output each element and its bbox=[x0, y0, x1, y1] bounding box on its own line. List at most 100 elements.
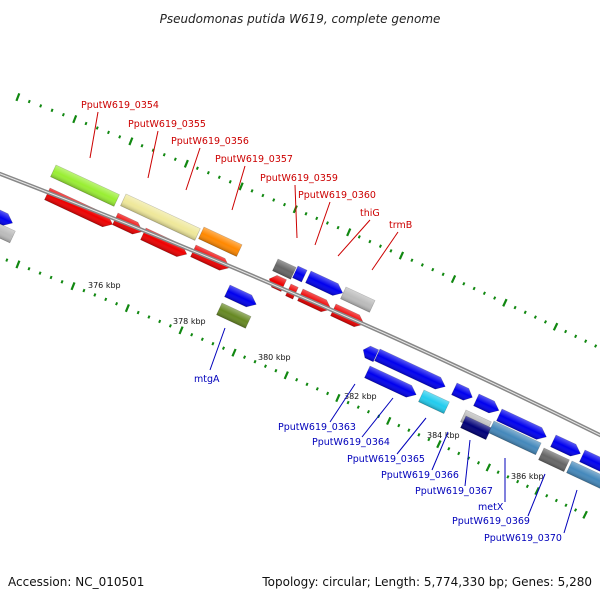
gene-feature[interactable] bbox=[496, 408, 550, 443]
ruler-tick bbox=[272, 198, 276, 202]
gene-label-pputw619-0355[interactable]: PputW619_0355 bbox=[128, 119, 206, 130]
ruler-tick bbox=[261, 193, 265, 198]
ruler-tick bbox=[61, 112, 65, 117]
callout-line bbox=[431, 431, 449, 471]
gene-label-pputw619-0365[interactable]: PputW619_0365 bbox=[347, 454, 425, 465]
ruler-tick bbox=[368, 239, 372, 244]
gene-feature[interactable] bbox=[473, 393, 502, 416]
ruler-tick bbox=[356, 405, 360, 409]
ruler-tick bbox=[436, 440, 442, 449]
ruler-tick bbox=[564, 503, 568, 508]
accession-text: Accession: NC_010501 bbox=[8, 575, 144, 589]
gene-feature[interactable] bbox=[0, 209, 16, 244]
gene-label-pputw619-0356[interactable]: PputW619_0356 bbox=[171, 136, 249, 147]
ruler-label-382: 382 kbp bbox=[344, 392, 377, 401]
gene-labels-bottom: mtgA PputW619_0363 PputW619_0364 PputW61… bbox=[194, 374, 562, 544]
gene-label-pputw619-0359[interactable]: PputW619_0359 bbox=[260, 173, 338, 184]
gene-label-pputw619-0363[interactable]: PputW619_0363 bbox=[278, 422, 356, 433]
ruler-tick bbox=[506, 475, 510, 479]
ruler-tick bbox=[250, 189, 254, 193]
gene-feature[interactable] bbox=[198, 226, 243, 257]
ruler-tick bbox=[140, 144, 144, 148]
gene-label-mtga[interactable]: mtgA bbox=[194, 374, 220, 385]
gene-feature[interactable] bbox=[550, 434, 584, 459]
gene-feature[interactable] bbox=[451, 382, 476, 403]
genome-backbone-inner bbox=[0, 173, 600, 436]
ruler-tick bbox=[231, 348, 237, 357]
ruler-tick bbox=[410, 258, 414, 263]
ruler-tick bbox=[84, 121, 88, 126]
ruler-tick bbox=[564, 329, 568, 334]
ruler-tick bbox=[217, 175, 221, 180]
gene-label-thig[interactable]: thiG bbox=[360, 208, 380, 219]
gene-feature[interactable] bbox=[538, 447, 570, 473]
gene-feature[interactable] bbox=[224, 284, 259, 310]
ruler-tick bbox=[552, 322, 559, 331]
ruler-tick bbox=[482, 291, 486, 296]
gene-label-pputw619-0367[interactable]: PputW619_0367 bbox=[415, 486, 493, 497]
ruler-tick bbox=[183, 159, 189, 168]
ruler-tick bbox=[158, 319, 162, 324]
ruler-tick bbox=[5, 258, 9, 262]
callout-line bbox=[337, 219, 371, 257]
ruler-tick bbox=[574, 508, 578, 512]
gene-feature[interactable] bbox=[460, 415, 492, 441]
gene-feature[interactable] bbox=[216, 302, 252, 329]
ruler-tick bbox=[304, 212, 308, 216]
gene-feature[interactable] bbox=[364, 365, 419, 401]
gene-feature[interactable] bbox=[374, 348, 448, 392]
gene-feature[interactable] bbox=[418, 389, 450, 415]
callout-line bbox=[527, 473, 546, 517]
gene-label-pputw619-0364[interactable]: PputW619_0364 bbox=[312, 437, 390, 448]
ruler-tick bbox=[447, 446, 451, 451]
gene-label-pputw619-0366[interactable]: PputW619_0366 bbox=[381, 470, 459, 481]
gene-feature[interactable] bbox=[566, 460, 600, 491]
ruler-tick bbox=[200, 337, 204, 342]
ruler-tick bbox=[427, 437, 431, 442]
ruler-label-386: 386 kbp bbox=[511, 472, 544, 481]
ruler-tick bbox=[496, 470, 500, 474]
ruler-tick bbox=[389, 249, 393, 253]
callout-line bbox=[396, 417, 427, 455]
gene-label-pputw619-0360[interactable]: PputW619_0360 bbox=[298, 190, 376, 201]
gene-feature[interactable] bbox=[0, 195, 15, 229]
gene-feature[interactable] bbox=[305, 270, 346, 299]
ruler-tick bbox=[420, 263, 424, 267]
ruler-tick bbox=[274, 368, 278, 373]
gene-feature[interactable] bbox=[361, 344, 380, 363]
gene-feature[interactable] bbox=[120, 193, 201, 241]
ruler-tick bbox=[502, 298, 508, 307]
ruler-tick bbox=[457, 451, 461, 456]
gene-feature[interactable] bbox=[272, 258, 297, 280]
gene-feature[interactable] bbox=[292, 265, 308, 283]
ruler-label-376: 376 kbp bbox=[88, 281, 121, 290]
ruler-tick bbox=[38, 271, 42, 275]
gene-label-pputw619-0369[interactable]: PputW619_0369 bbox=[452, 516, 530, 527]
gene-label-pputw619-0354[interactable]: PputW619_0354 bbox=[81, 100, 159, 111]
gene-label-pputw619-0370[interactable]: PputW619_0370 bbox=[484, 533, 562, 544]
ruler-tick bbox=[118, 135, 122, 139]
gene-label-pputw619-0357[interactable]: PputW619_0357 bbox=[215, 154, 293, 165]
gene-labels-top: PputW619_0354 PputW619_0355 PputW619_035… bbox=[81, 100, 412, 231]
ruler-tick bbox=[147, 315, 151, 319]
ruler-tick bbox=[27, 266, 31, 271]
gene-label-metx[interactable]: metX bbox=[478, 502, 504, 513]
callout-line bbox=[147, 130, 159, 179]
ruler-tick bbox=[128, 137, 134, 146]
ruler-tick bbox=[72, 114, 78, 124]
ruler-tick bbox=[594, 344, 598, 348]
gene-feature[interactable] bbox=[488, 420, 542, 456]
callout-line bbox=[314, 201, 331, 246]
ruler-tick bbox=[523, 310, 527, 315]
gene-feature[interactable] bbox=[579, 449, 600, 479]
ruler-tick bbox=[450, 274, 457, 284]
gene-feature[interactable] bbox=[50, 164, 120, 207]
callout-line bbox=[464, 439, 471, 487]
gene-label-trmb[interactable]: trmB bbox=[389, 220, 412, 231]
ruler-tick bbox=[493, 296, 497, 300]
gene-feature[interactable] bbox=[340, 286, 376, 313]
callout-line bbox=[89, 111, 99, 159]
callout-line bbox=[371, 231, 399, 271]
callout-line bbox=[361, 397, 394, 438]
